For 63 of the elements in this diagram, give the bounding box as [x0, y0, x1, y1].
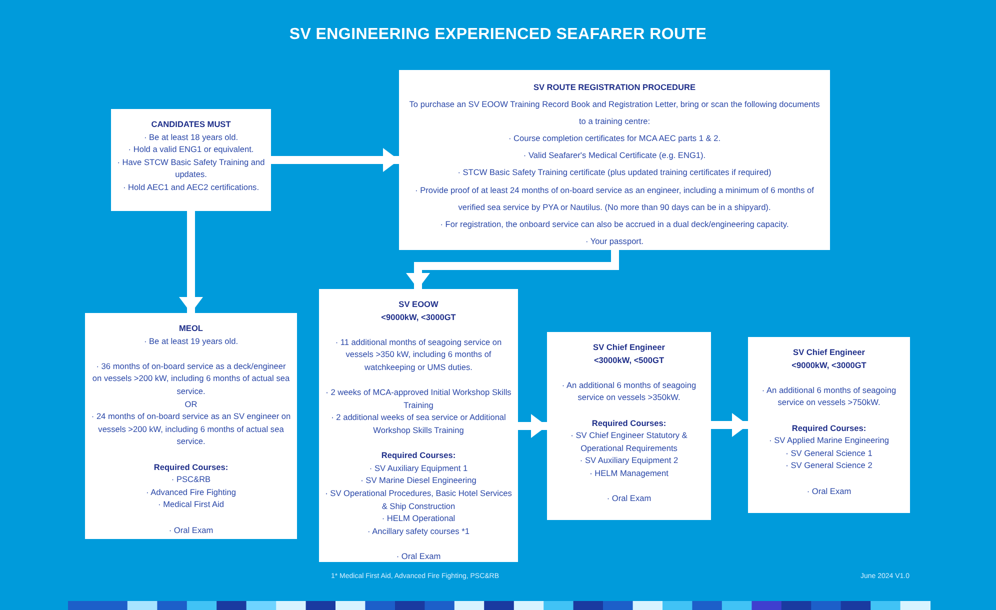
box-text: OR [184, 398, 198, 409]
box-text: · Oral Exam [606, 493, 652, 504]
box-text: · Have STCW Basic Safety Training and updates. [117, 156, 265, 180]
box-text: · 36 months of on-board service as a deck/engineer on vessels >200 kW, including 6 months of actual sea service. [92, 360, 290, 396]
box-text: · SV Operational Procedures, Basic Hotel Services & Ship Construction [325, 488, 512, 510]
box-text: · SV Chief Engineer Statutory & Operational Requirements [570, 430, 688, 453]
box-text: · SV Marine Diesel Engineering [360, 475, 476, 486]
box-heading: Required Courses: [592, 418, 666, 428]
box-text: · Hold AEC1 and AEC2 certifications. [122, 182, 260, 192]
box-text: · SV Auxiliary Equipment 2 [580, 455, 678, 466]
box-text: · SV Auxiliary Equipment 1 [369, 462, 468, 473]
box-text: · SV General Science 2 [786, 460, 872, 470]
info-box [111, 109, 271, 211]
box-text: · SV General Science 1 [786, 448, 872, 458]
box-heading: Required Courses: [381, 450, 456, 460]
box-text: · 2 weeks of MCA-approved Initial Workshop Skills Training [326, 387, 512, 410]
box-heading: SV ROUTE REGISTRATION PROCEDURE [533, 82, 696, 92]
box-text: · Oral Exam [396, 550, 441, 561]
box-text: · An additional 6 months of seagoing service on vessels >750kW. [762, 384, 896, 408]
arrow [711, 413, 748, 437]
arrow [179, 211, 203, 313]
box-heading: MEOL [179, 323, 203, 333]
box-heading: Required Courses: [154, 462, 228, 472]
box-text: · SV Applied Marine Engineering [769, 435, 889, 446]
box-text: · Oral Exam [806, 486, 852, 496]
box-text: · HELM Management [590, 468, 668, 478]
page-title: SV ENGINEERING EXPERIENCED SEAFARER ROUTE [288, 26, 708, 44]
box-heading: SV EOOW [398, 299, 438, 309]
box-text: · Valid Seafarer's Medical Certificate (e.g. ENG1). [523, 150, 706, 160]
info-box [748, 337, 910, 513]
box-text: · PSC&RB [171, 474, 211, 484]
info-box [85, 313, 297, 539]
box-text: · Advanced Fire Fighting [146, 486, 236, 497]
info-box [399, 70, 830, 250]
box-text: · Your passport. [585, 236, 644, 246]
box-heading: Required Courses: [792, 422, 866, 433]
arrow [406, 250, 619, 289]
info-box [319, 289, 518, 562]
box-text: · For registration, the onboard service can also be accrued in a dual deck/engineering capacity. [440, 218, 789, 229]
box-text: · Hold a valid ENG1 or equivalent. [128, 144, 254, 154]
info-box [547, 332, 711, 520]
box-text: · Oral Exam [168, 524, 214, 534]
box-heading: <9000kW, <3000GT [381, 312, 456, 322]
box-heading: CANDIDATES MUST [151, 119, 231, 129]
box-text: · Provide proof of at least 24 months of on-board service as an engineer, including a minimum of 6 months of verified sea service by PYA or Nautilus. (No more than 90 days can be in a shipyard). [415, 184, 814, 212]
arrow [518, 414, 547, 438]
box-heading: <9000kW, <3000GT [792, 360, 866, 370]
box-heading: SV Chief Engineer [793, 347, 865, 357]
box-text: · STCW Basic Safety Training certificate (plus updated training certificates if required) [458, 167, 772, 178]
box-text: · Be at least 18 years old. [144, 132, 238, 142]
box-text: · 2 additional weeks of sea service or Additional Workshop Skills Training [331, 412, 506, 435]
box-text: · Course completion certificates for MCA AEC parts 1 & 2. [508, 133, 721, 144]
box-text: To purchase an SV EOOW Training Record Book and Registration Letter, bring or scan the following documents to a training centre: [409, 99, 820, 126]
arrow [271, 148, 399, 172]
box-text: · 24 months of on-board service as an SV engineer on vessels >200 kW, including 6 months of actual sea service. [91, 411, 291, 446]
box-heading: SV Chief Engineer [593, 342, 665, 352]
box-text: · Be at least 19 years old. [144, 336, 238, 346]
box-heading: <3000kW, <500GT [594, 354, 664, 365]
box-text: · HELM Operational [382, 513, 456, 524]
box-text: · An additional 6 months of seagoing service on vessels >350kW. [562, 380, 696, 402]
box-text: · 11 additional months of seagoing service on vessels >350 kW, including 6 months of watchkeeping or UMS duties. [335, 336, 502, 372]
box-text: · Medical First Aid [158, 499, 224, 510]
box-text: · Ancillary safety courses *1 [368, 526, 470, 536]
